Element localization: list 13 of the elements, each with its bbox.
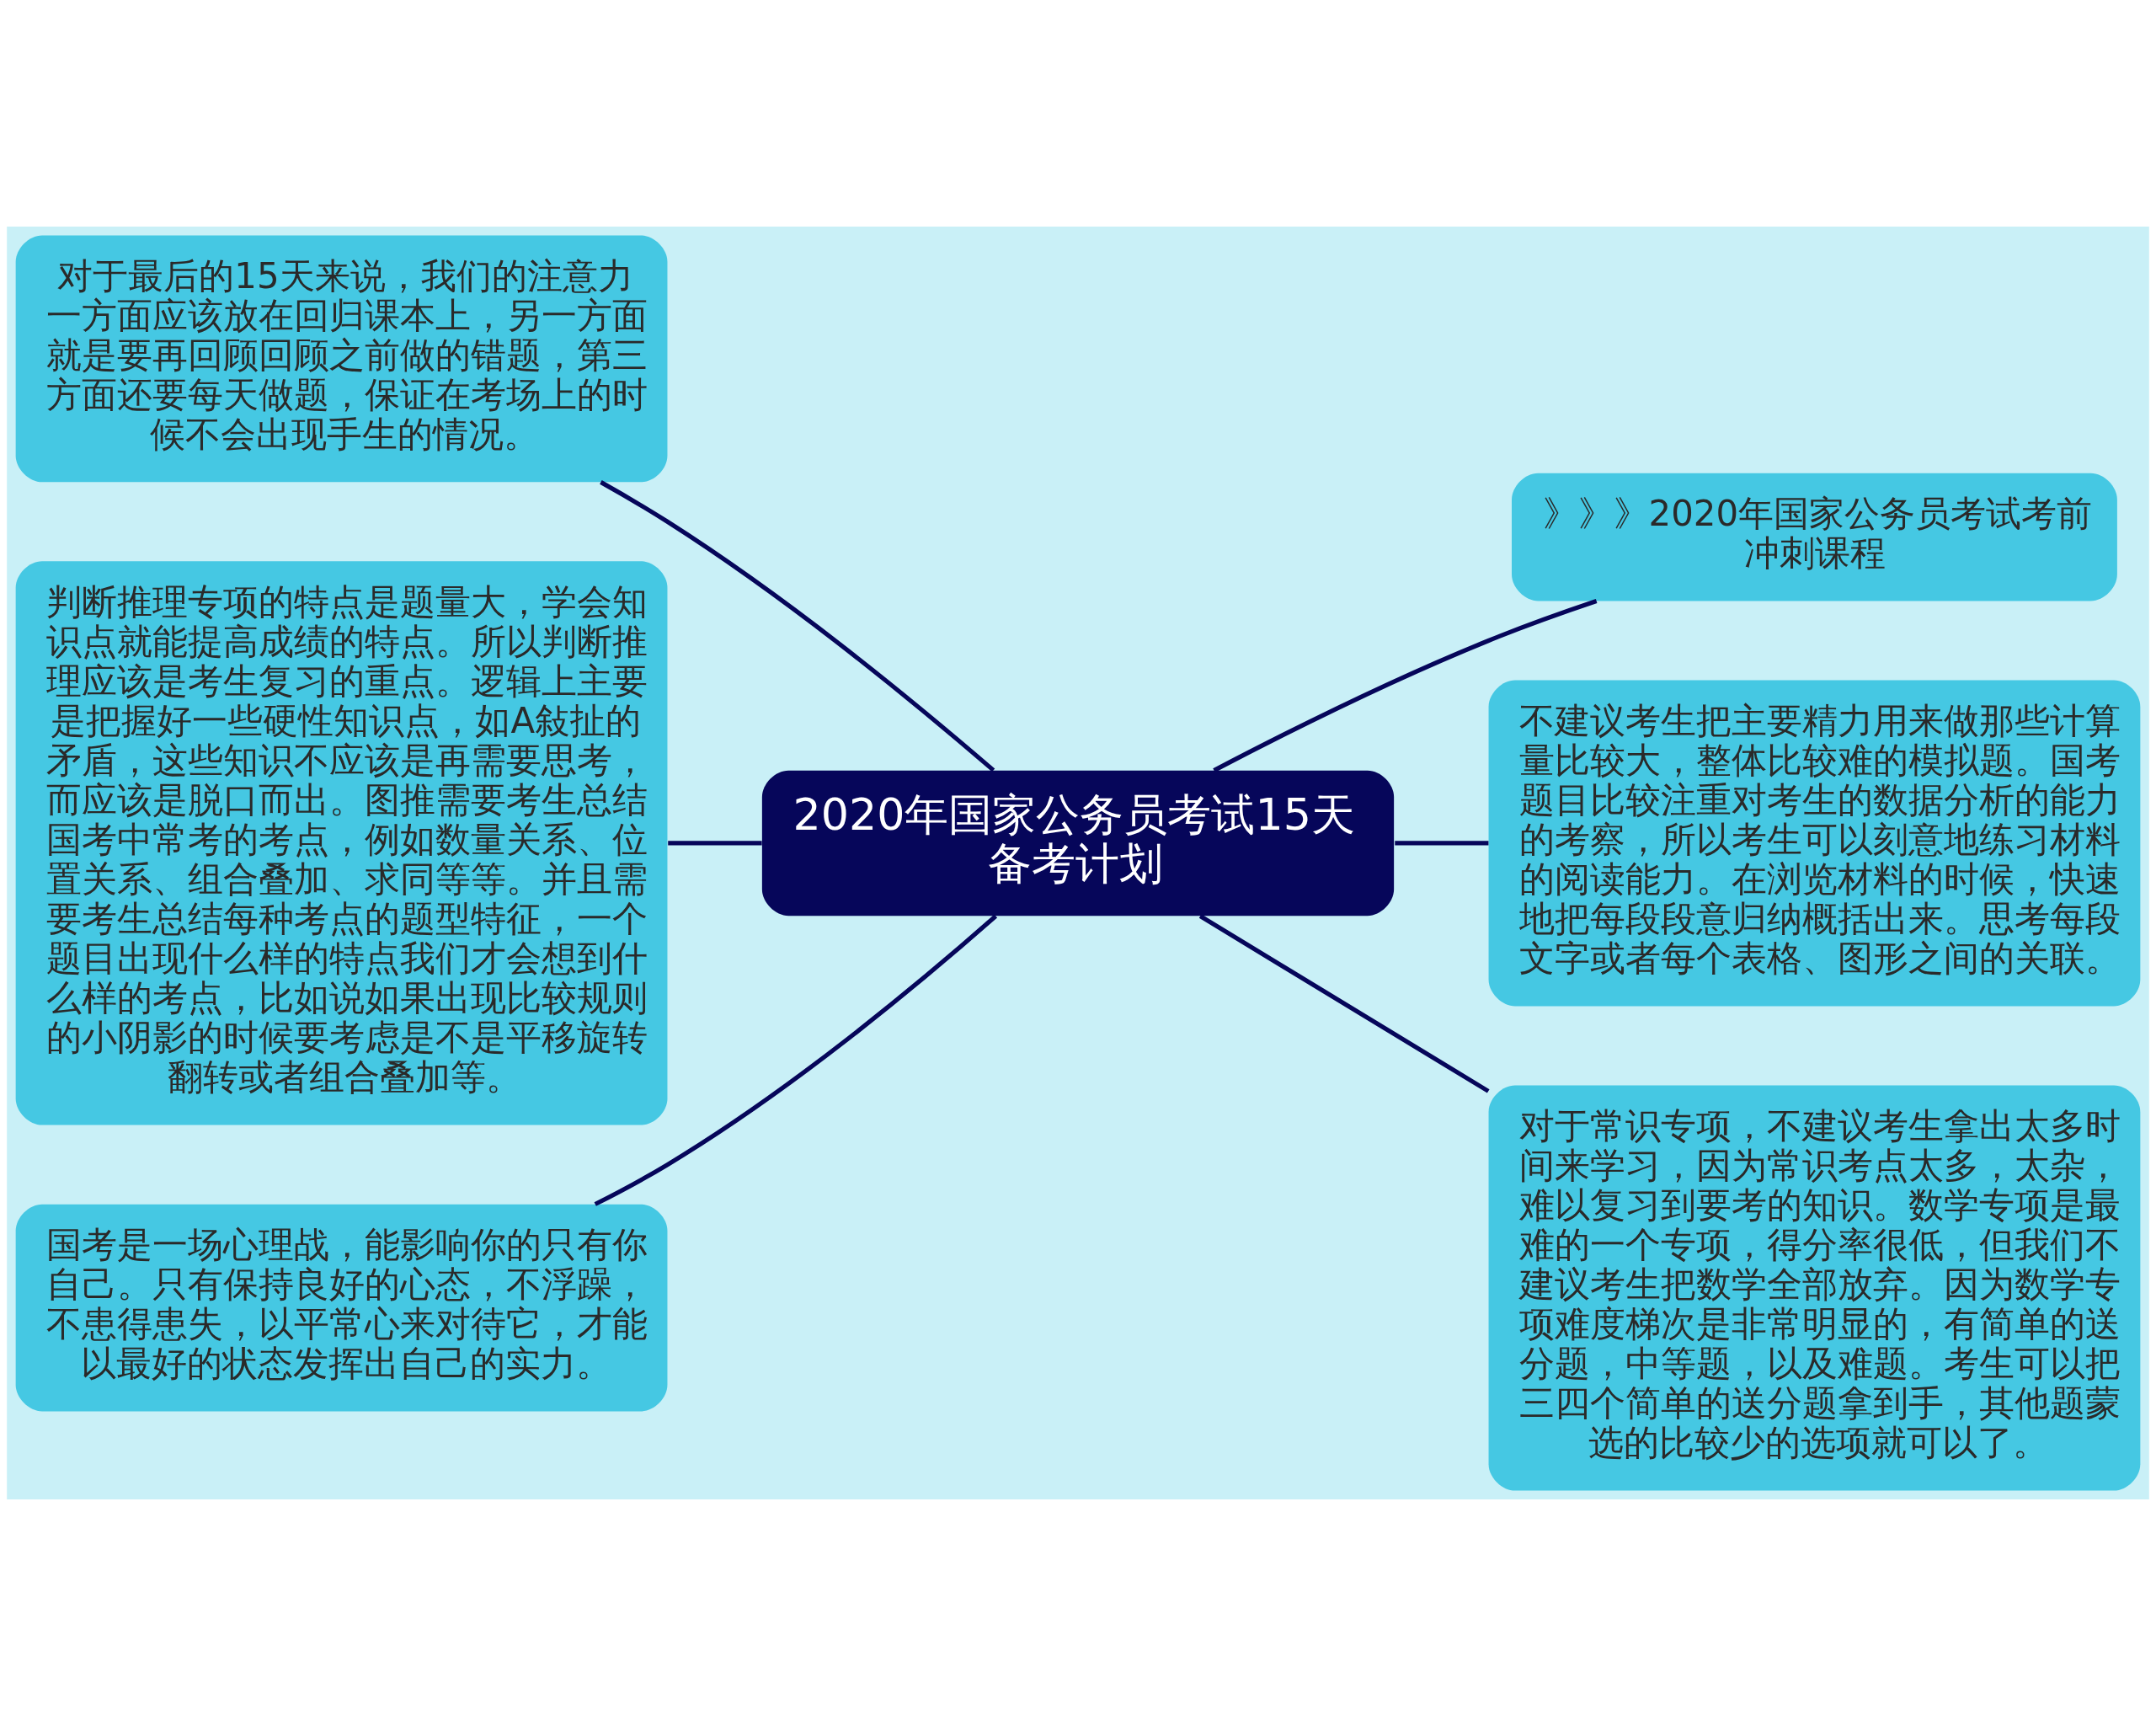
node-box: 对于常识专项，不建议考生拿出太多时间来学习，因为常识考点太多，太杂，难以复习到要考的知识。数学专项是最难的一个专项，得分率很低，但我们不建议考生把数学全部放弃。因为数学专项难度梯次是非常明显的，有简单的送分题，中等题，以及难题。考生可以把三四个简单的送分题拿到手，其他题蒙选的比较少的选项就可以了。 <box>1488 1085 2141 1491</box>
node-box: 2020年国家公务员考试15天备考计划 <box>761 770 1395 916</box>
node-box: 对于最后的15天来说，我们的注意力一方面应该放在回归课本上，另一方面就是要再回顾回顾之前做的错题，第三方面还要每天做题，保证在考场上的时候不会出现手生的情况。 <box>15 235 668 483</box>
node-box: 国考是一场心理战，能影响你的只有你自己。只有保持良好的心态，不浮躁，不患得患失，以平常心来对待它，才能以最好的状态发挥出自己的实力。 <box>15 1204 668 1412</box>
node-box: 不建议考生把主要精力用来做那些计算量比较大，整体比较难的模拟题。国考题目比较注重对考生的数据分析的能力的考察，所以考生可以刻意地练习材料的阅读能力。在浏览材料的时候，快速地把每段段意归纳概括出来。思考每段文字或者每个表格、图形之间的关联。 <box>1488 680 2141 1007</box>
connector <box>1198 914 1490 1093</box>
connector <box>594 914 998 1206</box>
node-box: 判断推理专项的特点是题量大，学会知识点就能提高成绩的特点。所以判断推理应该是考生复习的重点。逻辑上主要是把握好一些硬性知识点，如A敍扯的矛盾，这些知识不应该是再需要思考，而应该是脱口而出。图推需要考生总结国考中常考的考点，例如数量关系、位置关系、组合叠加、求同等等。并且需要考生总结每种考点的题型特征，一个题目出现什么样的特点我们才会想到什么样的考点，比如说如果出现比较规则的小阴影的时候要考虑是不是平移旋转翻转或者组合叠加等。 <box>15 561 668 1125</box>
connector <box>1213 599 1598 772</box>
connector <box>600 480 995 772</box>
connector <box>668 841 762 846</box>
node-box: 》》》2020年国家公务员考试考前冲刺课程 <box>1512 473 2117 601</box>
connector <box>1395 841 1489 846</box>
